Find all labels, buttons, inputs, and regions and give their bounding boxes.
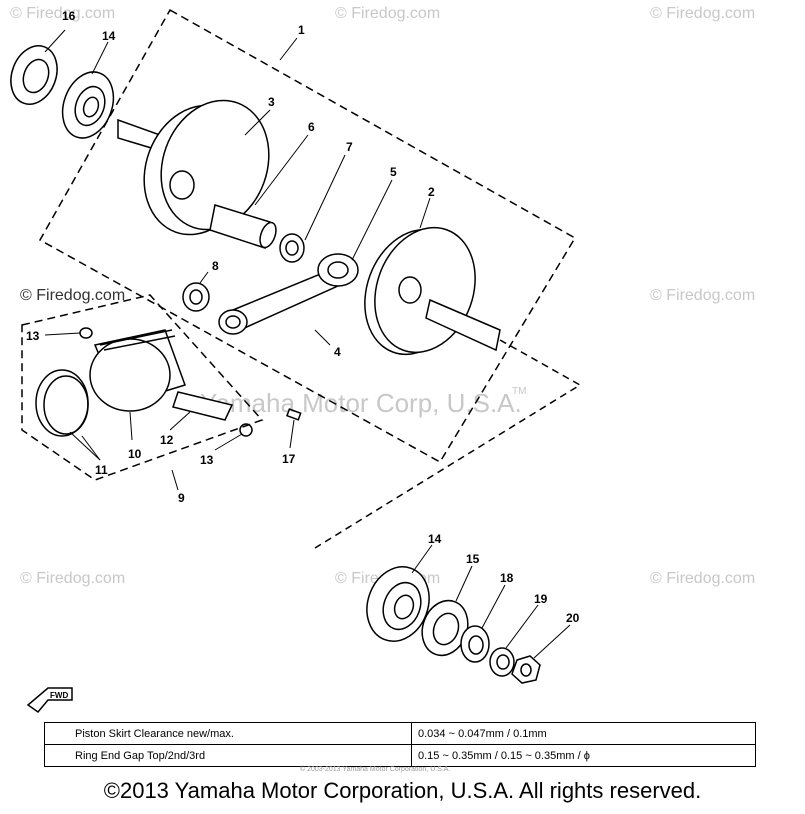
callout-9: 9: [178, 491, 185, 505]
callout-13a: 13: [26, 329, 40, 343]
callout-18: 18: [500, 571, 514, 585]
leader-lines: [44, 29, 571, 659]
table-row: Ring End Gap Top/2nd/3rd 0.15 ~ 0.35mm /…: [44, 744, 756, 767]
bearing-14-bottom: [366, 566, 430, 642]
spec-value: 0.15 ~ 0.35mm / 0.15 ~ 0.35mm / ϕ: [411, 744, 756, 767]
callout-2: 2: [428, 185, 435, 199]
callout-10: 10: [128, 447, 142, 461]
watermark-firedog-dark: © Firedog.com: [20, 287, 125, 304]
crank-pin-6: [209, 204, 277, 249]
table-row: Piston Skirt Clearance new/max. 0.034 ~ …: [44, 722, 756, 745]
bearing-14-top: [61, 71, 115, 139]
piston-10: [89, 329, 186, 412]
piston-pin-12: [172, 391, 234, 421]
callout-12: 12: [160, 433, 174, 447]
watermark-firedog: © Firedog.com: [335, 5, 440, 22]
callout-6: 6: [308, 120, 315, 134]
callout-15: 15: [466, 552, 480, 566]
callout-layer: 1 2 3 4 5 6 7 8 9 10 11 12 13 13 14 14 1…: [26, 9, 580, 625]
piston-group-outline: [21, 294, 264, 481]
bearing-guide-line: [314, 339, 582, 549]
key-17: [286, 408, 302, 421]
piston-rings-11: [35, 369, 89, 437]
callout-7: 7: [346, 140, 353, 154]
callout-13b: 13: [200, 453, 214, 467]
watermark-yamaha: Yamaha Motor Corp, U.S.A.: [200, 388, 522, 418]
tiny-copyright-note: © 2003-2013 Yamaha Motor Corporation, U.…: [300, 766, 451, 773]
callout-16: 16: [62, 9, 76, 23]
washer-18: [460, 625, 490, 663]
watermark-tm: TM: [512, 386, 526, 397]
callout-20: 20: [566, 611, 580, 625]
callout-8: 8: [212, 259, 219, 273]
crank-web-3: [143, 99, 270, 236]
callout-1: 1: [298, 23, 305, 37]
callout-19: 19: [534, 592, 548, 606]
watermark-firedog: © Firedog.com: [20, 570, 125, 587]
callout-5: 5: [390, 165, 397, 179]
callout-17: 17: [282, 452, 296, 466]
needle-bearing-7: [279, 233, 305, 263]
spec-table: Piston Skirt Clearance new/max. 0.034 ~ …: [44, 722, 756, 767]
callout-14a: 14: [102, 29, 116, 43]
right-shaft: [425, 298, 501, 352]
clip-13a: [79, 327, 93, 339]
crank-web-2: [364, 226, 476, 356]
spec-label: Piston Skirt Clearance new/max.: [44, 722, 412, 745]
callout-4: 4: [334, 345, 341, 359]
fwd-arrow-icon: FWD: [26, 687, 73, 714]
crankshaft-piston-diagram: © Firedog.com © Firedog.com © Firedog.co…: [10, 5, 755, 714]
nut-20: [511, 655, 541, 684]
connecting-rod-5: [218, 253, 359, 335]
spec-value: 0.034 ~ 0.047mm / 0.1mm: [411, 722, 756, 745]
watermark-firedog: © Firedog.com: [650, 5, 755, 22]
oil-seal-16: [10, 45, 58, 105]
fwd-label: FWD: [50, 691, 68, 700]
callout-14b: 14: [428, 532, 442, 546]
copyright-text: ©2013 Yamaha Motor Corporation, U.S.A. A…: [103, 778, 702, 803]
watermark-firedog: © Firedog.com: [10, 5, 115, 22]
watermark-firedog: © Firedog.com: [650, 287, 755, 304]
lock-washer-19: [489, 647, 515, 677]
spec-label: Ring End Gap Top/2nd/3rd: [44, 744, 412, 767]
callout-3: 3: [268, 95, 275, 109]
watermark-firedog: © Firedog.com: [650, 570, 755, 587]
callout-11: 11: [95, 463, 108, 477]
clip-13b: [239, 423, 253, 437]
needle-bearing-8: [182, 282, 210, 312]
